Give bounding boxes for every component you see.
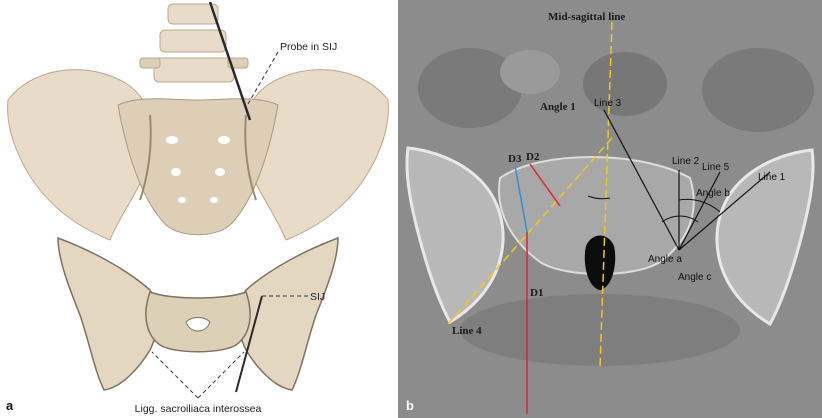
line-3 (603, 109, 680, 251)
probe-label: Probe in SIJ (280, 41, 337, 53)
foramen-6 (210, 197, 218, 203)
axial-section-illustration (57, 236, 339, 393)
left-ilium-section (57, 236, 159, 391)
line-d2 (529, 163, 561, 207)
angle1-label: Angle 1 (540, 101, 576, 113)
probe-leader (247, 51, 279, 105)
mid-sagittal-line (599, 21, 613, 369)
ligament-leader-left (151, 351, 199, 399)
ct-left-ilium (405, 146, 505, 325)
angle-a-label: Angle a (648, 254, 682, 265)
d2-label: D2 (526, 151, 540, 163)
right-ilium (241, 69, 389, 241)
probe-section (235, 295, 263, 393)
foramen-4 (215, 168, 225, 176)
d3-label: D3 (508, 153, 522, 165)
panel-b: Mid-sagittal line Angle 1 D1 D2 D3 Line … (398, 0, 822, 418)
ct-posterior-soft-tissue (460, 294, 740, 366)
vertebra-l4 (159, 29, 227, 53)
transverse-process-left (139, 57, 161, 69)
ct-rectum-air (584, 235, 616, 290)
sacral-canal (185, 317, 211, 332)
bowel-loop-1 (418, 48, 522, 128)
probe (208, 1, 252, 121)
left-ilium (7, 69, 155, 241)
line2-label: Line 2 (672, 156, 700, 167)
bowel-loop-3 (583, 52, 667, 116)
foramen-5 (178, 197, 186, 203)
angle-b-arc (678, 198, 721, 213)
panel-b-letter: b (406, 398, 414, 413)
line4-label: Line 4 (452, 325, 482, 337)
panel-a-letter: a (6, 398, 14, 413)
foramen-1 (166, 136, 178, 144)
line5-label: Line 5 (702, 162, 730, 173)
bowel-loop-2 (702, 48, 814, 132)
line-1 (678, 171, 771, 251)
line-d3 (514, 165, 528, 233)
angle-c-label: Angle c (678, 272, 711, 283)
d1-label: D1 (530, 287, 543, 299)
angle-1-arc (587, 195, 611, 200)
bowel-loop-4 (500, 50, 560, 94)
angle-b-label: Angle b (696, 188, 730, 199)
line1-label: Line 1 (758, 172, 786, 183)
right-sij-contour (244, 114, 257, 201)
foramen-3 (171, 168, 181, 176)
transverse-process-right (227, 57, 249, 69)
foramen-2 (218, 136, 230, 144)
line-4 (447, 137, 613, 325)
line-5 (678, 171, 721, 251)
left-sij-contour (139, 114, 152, 201)
ligament-label: Ligg. sacroiliaca interossea (135, 403, 262, 415)
angle-a-arc (661, 215, 699, 223)
line3-label: Line 3 (594, 98, 622, 109)
ct-right-ilium (715, 148, 815, 327)
vertebra-l5 (153, 57, 235, 83)
sij-label: SIJ (310, 291, 325, 303)
panel-a: Probe in SIJ SIJ Ligg. sacroiliaca inter… (0, 0, 398, 418)
sacrum (117, 98, 279, 236)
pelvis-illustration (7, 1, 389, 241)
vertebra-l3 (167, 3, 219, 25)
ligament-leader-right (197, 351, 245, 399)
midsagittal-label: Mid-sagittal line (548, 11, 625, 23)
right-ilium-section (237, 236, 339, 391)
